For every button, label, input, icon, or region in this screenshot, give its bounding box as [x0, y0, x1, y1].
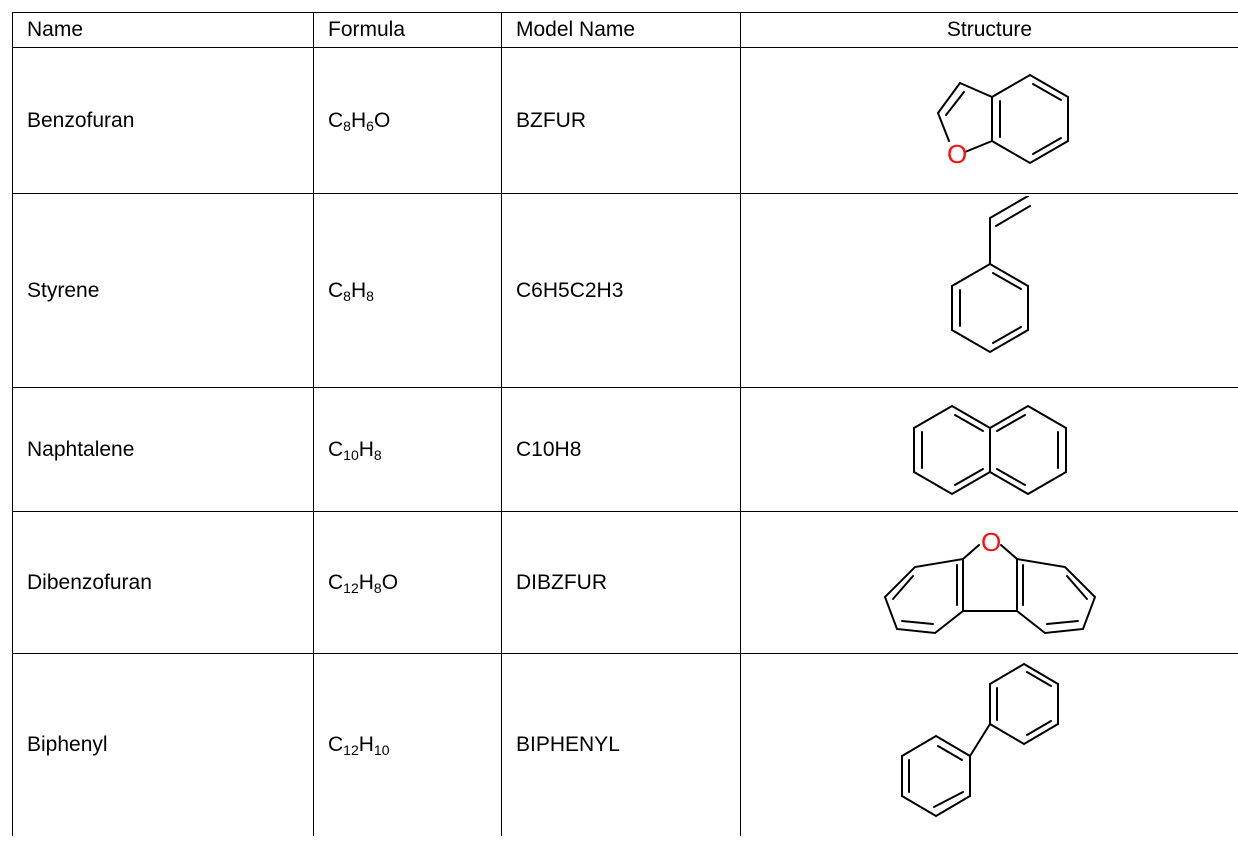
- table-row: Naphtalene C10H8 C10H8: [12, 387, 1238, 512]
- formula-element: C: [328, 108, 344, 132]
- formula-subscript: 8: [366, 287, 374, 304]
- formula-element: H: [350, 108, 367, 132]
- compound-formula: C8H6O: [313, 47, 502, 194]
- structure-cell: [740, 193, 1238, 388]
- compound-model-name: BZFUR: [501, 47, 741, 194]
- compound-model-name: C6H5C2H3: [501, 193, 741, 388]
- table-row: Dibenzofuran C12H8O DIBZFUR O: [12, 511, 1238, 654]
- naphthalene-structure-icon: [912, 404, 1067, 495]
- header-name: Name: [12, 12, 314, 48]
- formula-element: H: [358, 437, 374, 461]
- formula-subscript: 10: [343, 446, 359, 463]
- compound-name: Biphenyl: [12, 653, 314, 836]
- compounds-table: Name Formula Model Name Structure Benzof…: [12, 12, 1238, 836]
- oxygen-atom-label: O: [947, 139, 967, 169]
- header-structure: Structure: [740, 12, 1238, 48]
- oxygen-atom-label: O: [981, 527, 1001, 557]
- structure-cell: O: [740, 511, 1238, 654]
- structure-cell: [740, 387, 1238, 512]
- formula-element: H: [358, 732, 374, 756]
- table-row: Biphenyl C12H10 BIPHENYL: [12, 653, 1238, 836]
- dibenzofuran-structure-icon: O: [883, 527, 1096, 634]
- compound-model-name: DIBZFUR: [501, 511, 741, 654]
- formula-element: C: [328, 570, 344, 594]
- compound-name: Dibenzofuran: [12, 511, 314, 654]
- compound-model-name: C10H8: [501, 387, 741, 512]
- formula-element: H: [358, 570, 374, 594]
- header-model-name: Model Name: [501, 12, 741, 48]
- formula-element: O: [381, 570, 399, 594]
- header-formula: Formula: [313, 12, 502, 48]
- benzofuran-structure-icon: O: [936, 73, 1069, 169]
- table-row: Styrene C8H8 C6H5C2H3: [12, 193, 1238, 388]
- formula-subscript: 6: [366, 117, 374, 134]
- formula-subscript: 12: [343, 579, 359, 596]
- formula-subscript: 12: [343, 741, 359, 758]
- formula-subscript: 8: [343, 287, 351, 304]
- formula-subscript: 8: [373, 446, 382, 463]
- compound-formula: C8H8: [313, 193, 502, 388]
- formula-subscript: 8: [343, 117, 351, 134]
- compound-model-name: BIPHENYL: [501, 653, 741, 836]
- formula-element: C: [328, 278, 344, 302]
- formula-element: C: [328, 437, 344, 461]
- compound-name: Styrene: [12, 193, 314, 388]
- formula-subscript: 10: [373, 741, 390, 758]
- compound-name: Benzofuran: [12, 47, 314, 194]
- formula-subscript: 8: [373, 579, 382, 596]
- biphenyl-structure-icon: [900, 662, 1059, 817]
- structure-cell: [740, 653, 1238, 836]
- compound-formula: C12H10: [313, 653, 502, 836]
- styrene-structure-icon: [950, 195, 1031, 353]
- structure-cell: O: [740, 47, 1238, 194]
- table-row: Benzofuran C8H6O BZFUR O: [12, 47, 1238, 194]
- compound-name: Naphtalene: [12, 387, 314, 512]
- formula-element: H: [350, 278, 367, 302]
- formula-element: O: [373, 108, 391, 132]
- header-row: Name Formula Model Name Structure: [12, 12, 1238, 48]
- compound-formula: C10H8: [313, 387, 502, 512]
- formula-element: C: [328, 732, 344, 756]
- compound-formula: C12H8O: [313, 511, 502, 654]
